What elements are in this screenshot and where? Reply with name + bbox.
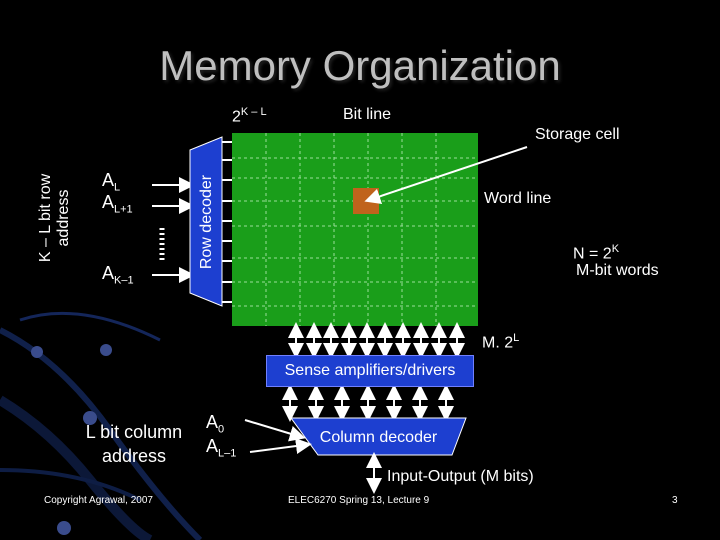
decoder-to-array-lines xyxy=(222,141,232,303)
sense-decoder-arrows xyxy=(282,384,454,422)
words-label: N = 2K xyxy=(573,243,620,263)
word-line-label: Word line xyxy=(484,190,552,207)
slide-title: Memory Organization xyxy=(159,42,561,89)
column-decoder-label: Column decoder xyxy=(319,429,438,446)
page-number: 3 xyxy=(672,495,678,506)
row-decoder-block xyxy=(189,136,223,307)
sense-amplifiers-block: Sense amplifiers/drivers xyxy=(266,355,474,387)
col-a0-label: A0 xyxy=(206,412,225,436)
col-al1-label: AL–1 xyxy=(206,436,237,460)
row-address-label: K – L bit row address xyxy=(37,173,72,263)
io-label: Input-Output (M bits) xyxy=(387,468,534,485)
array-sense-arrows xyxy=(288,322,465,359)
col-addr-line-al1 xyxy=(249,438,312,454)
footer-copyright: Copyright Agrawal, 2007 xyxy=(44,495,153,506)
words-label-line2: M-bit words xyxy=(576,262,659,279)
columns-label: M. 2L xyxy=(482,332,520,352)
bit-line-label: Bit line xyxy=(343,106,392,123)
addr-al-label: AL xyxy=(102,170,121,194)
storage-cell-label: Storage cell xyxy=(535,126,620,143)
storage-array xyxy=(232,133,478,326)
footer-course: ELEC6270 Spring 13, Lecture 9 xyxy=(288,495,430,506)
col-addr-line-a0 xyxy=(244,419,306,442)
top-count-label: 2K – L xyxy=(232,106,267,126)
storage-cell-block xyxy=(353,188,379,214)
row-decoder-label: Row decoder xyxy=(198,174,215,270)
column-address-label: L bit column address xyxy=(85,422,183,466)
storage-cell-pointer xyxy=(364,146,528,205)
addr-al1-label: AL+1 xyxy=(102,192,133,216)
addr-ak-label: AK–1 xyxy=(102,263,134,287)
